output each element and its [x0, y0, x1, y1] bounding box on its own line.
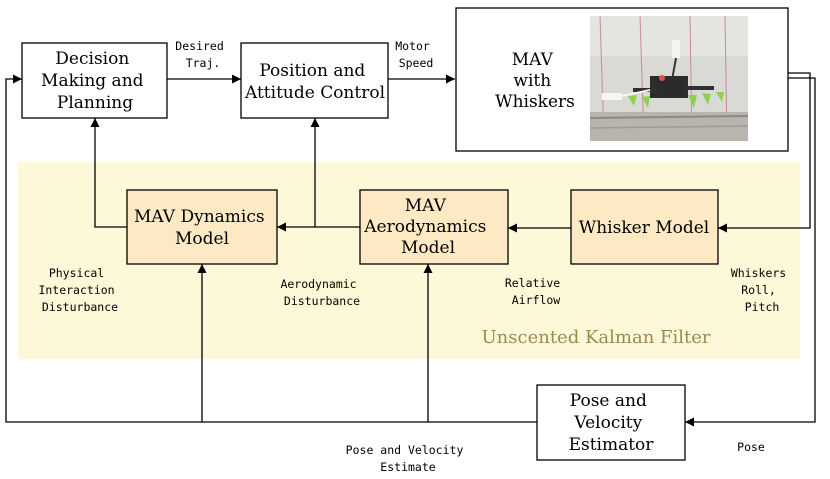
block-whisker-model: Whisker Model	[570, 189, 719, 265]
wire-estimate-bus	[5, 74, 537, 423]
wire-dynamics-to-decision	[90, 118, 127, 228]
dynamics-label: MAV Dynamics Model	[134, 207, 270, 249]
decision-label: Decision Making and Planning	[41, 49, 149, 113]
whisker-label: Whisker Model	[579, 218, 710, 238]
block-pose-velocity-estimator: Pose and Velocity Estimator	[536, 384, 686, 461]
physical-interaction-label: Physical Interaction Disturbance	[38, 266, 121, 314]
connections	[5, 72, 816, 427]
block-mav-with-whiskers: MAV with Whiskers	[455, 7, 789, 152]
relative-airflow-label: Relative Airflow	[505, 276, 567, 307]
block-position-attitude-control: Position and Attitude Control	[240, 42, 389, 119]
aero-label: MAV Aerodynamics Model	[363, 196, 491, 258]
pose-velocity-estimate-label: Pose and Velocity Estimate	[346, 443, 471, 474]
aero-disturbance-label: Aerodynamic Disturbance	[280, 277, 363, 308]
mav-photo	[589, 15, 749, 142]
wire-mav-to-whisker	[718, 72, 811, 233]
wire-mav-to-pose	[685, 77, 816, 427]
block-decision-making: Decision Making and Planning	[21, 42, 168, 119]
position-control-label: Position and Attitude Control	[244, 61, 385, 103]
pose-label: Pose	[737, 440, 765, 454]
block-mav-dynamics-model: MAV Dynamics Model	[126, 189, 278, 265]
ukf-title: Unscented Kalman Filter	[482, 327, 711, 348]
pose-estimator-label: Pose and Velocity Estimator	[569, 391, 655, 455]
whiskers-roll-pitch-label: Whiskers Roll, Pitch	[731, 266, 793, 314]
motor-speed-label: Motor Speed	[395, 39, 437, 70]
mav-label: MAV with Whiskers	[495, 50, 575, 112]
desired-traj-label: Desired Traj.	[175, 39, 230, 70]
block-mav-aerodynamics-model: MAV Aerodynamics Model	[359, 189, 509, 265]
